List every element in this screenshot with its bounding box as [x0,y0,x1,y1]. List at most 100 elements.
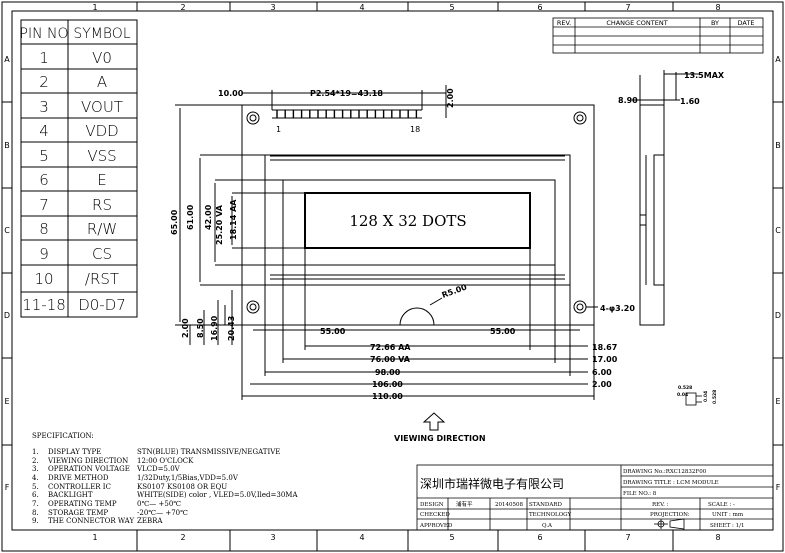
pin-symbol: /RST [85,270,119,288]
specification: SPECIFICATION: 1. DISPLAY TYPE STN(BLUE)… [32,432,298,525]
projection-label: PROJECTION: [650,512,690,518]
svg-text:VLCD=5.0V: VLCD=5.0V [136,465,181,473]
pin-symbol: D0-D7 [78,296,126,314]
pin-number: 6 [39,171,49,189]
pin-table [20,19,138,318]
approved-label: APPROVED [419,523,453,529]
col-label: 1 [92,3,97,12]
dim-8-5: 8.50 [196,318,205,338]
by-header: BY [711,19,719,27]
title-block [416,464,774,531]
pin-symbol: RS [92,196,112,214]
side-max-label: 13.5MAX [684,71,725,80]
detail-val: 0.528 [678,385,692,391]
dim-16-9: 16.90 [210,315,219,341]
rev-label: REV. : [652,502,669,508]
pin-last-label: 18 [410,125,420,134]
svg-text:BACKLIGHT: BACKLIGHT [48,491,93,499]
col-label: 1 [92,533,97,542]
pin-number: 1 [39,49,49,67]
pin-symbol: VDD [85,122,118,140]
svg-text:0℃— +50℃: 0℃— +50℃ [137,500,181,508]
sheet-label: SHEET : 1/1 [710,523,744,529]
svg-text:6.: 6. [32,491,39,499]
pin-symbol: VOUT [81,98,123,116]
date-header: DATE [738,19,755,27]
svg-text:DISPLAY TYPE: DISPLAY TYPE [48,448,101,456]
svg-text:STORAGE TEMP: STORAGE TEMP [48,509,108,517]
col-label: 2 [180,3,185,12]
standard-label: STANDARD [529,502,562,508]
pin-header: PIN NO [20,26,69,42]
detail-val: 0.528 [712,390,718,404]
pin-symbol: CS [92,245,112,263]
pin-number: 9 [39,245,49,263]
pin-symbol: VSS [87,147,116,165]
detail-val: 0.04 [703,391,709,402]
checked-label: CHECKED [420,512,450,518]
svg-text:WHITE(SIDE) color , VLED=5.0V,: WHITE(SIDE) color , VLED=5.0V,Iled=30MA [137,491,298,499]
dim-98-right: 6.00 [592,368,612,377]
dim-55-right: 55.00 [490,327,516,336]
dim-65: 65.00 [170,209,179,235]
svg-text:2.: 2. [32,457,39,465]
col-label: 7 [625,533,630,542]
col-label: 4 [359,3,364,12]
pin-symbol: A [97,73,107,91]
dim-42: 42.00 [204,204,213,230]
svg-text:CONTROLLER IC: CONTROLLER IC [48,483,111,491]
viewing-direction-label: VIEWING DIRECTION [394,434,486,443]
pin-offset-label: 10.00 [218,89,244,98]
row-label: B [4,141,10,150]
detail-view [685,392,702,406]
dim-aa-right: 18.67 [592,343,617,352]
side-160-label: 1.60 [680,97,700,106]
col-label: 4 [359,533,364,542]
dim-va-right: 17.00 [592,355,618,364]
col-label: 6 [537,3,542,12]
svg-text:1.: 1. [32,448,39,456]
pin-number: 10 [34,270,53,288]
side-890-label: 8.90 [618,96,638,105]
row-label: D [4,311,10,320]
projection-icon [654,518,685,530]
dim-110: 110.00 [372,392,403,401]
svg-text:OPERATING TEMP: OPERATING TEMP [48,500,117,508]
svg-text:8.: 8. [32,509,39,517]
row-label: C [4,226,10,235]
svg-text:DRIVE METHOD: DRIVE METHOD [48,474,109,482]
dim-va: 25.20 VA [215,204,224,245]
company-name: 深圳市瑞祥微电子有限公司 [420,476,564,491]
pin-number: 7 [39,196,49,214]
svg-text:4.: 4. [32,474,39,482]
svg-text:12:00 O'CLOCK: 12:00 O'CLOCK [137,457,194,465]
svg-text:7.: 7. [32,500,39,508]
scale-label: SCALE : - [708,502,735,508]
row-label: E [775,397,780,406]
pin-symbol: R/W [87,220,117,238]
col-label: 5 [449,533,454,542]
symbol-header: SYMBOL [73,26,130,42]
row-label: F [776,483,781,492]
col-label: 7 [625,3,630,12]
dim-106-right: 2.00 [592,380,612,389]
connector-pins [276,110,418,118]
detail-val: 0.04 [677,392,688,398]
svg-text:KS0107 KS0108 OR EQU: KS0107 KS0108 OR EQU [137,483,227,491]
design-label: DESIGN [420,502,444,508]
inner-border [11,10,774,531]
pin-number: 4 [39,122,49,140]
side-view [632,70,700,326]
pin-number: 8 [39,220,49,238]
col-label: 6 [537,533,542,542]
file-no: FILE NO.: 8 [623,491,657,497]
col-label: 3 [270,3,275,12]
pin-height-label: 2.00 [446,88,455,108]
unit-label: UNIT : mm [712,512,744,518]
viewing-direction-arrow-icon [422,412,446,431]
display-text: 128 X 32 DOTS [349,212,466,230]
lcm-outline [175,85,598,400]
row-label: E [4,397,9,406]
